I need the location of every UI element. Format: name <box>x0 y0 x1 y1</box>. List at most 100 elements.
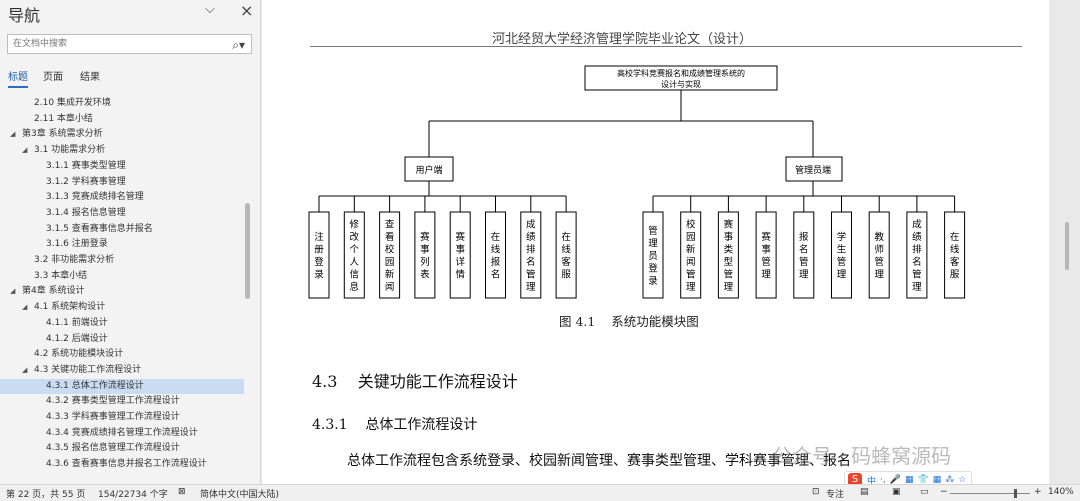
nav-tree-item-label: 4.3.2 赛事类型管理工作流程设计 <box>46 396 180 407</box>
node-text: 理 <box>526 282 536 293</box>
nav-tree-item[interactable]: 3.3 本章小结 <box>0 269 244 284</box>
nav-tree-item-label: 3.2 非功能需求分析 <box>34 255 115 265</box>
node-text: 理 <box>724 282 734 293</box>
tab-results[interactable]: 结果 <box>80 72 100 83</box>
chevron-down-icon[interactable]: ⌵ <box>205 2 215 17</box>
nav-scrollbar[interactable] <box>245 203 250 299</box>
nav-tree-item[interactable]: 3.1.1 赛事类型管理 <box>0 159 244 174</box>
node-text: 设计与实现 <box>661 79 701 89</box>
collapse-caret-icon[interactable]: ◢ <box>22 365 28 374</box>
star-icon[interactable]: ☆ <box>958 475 967 484</box>
proofing-icon[interactable]: ⊠ <box>178 487 186 497</box>
nav-tree-item[interactable]: 2.11 本章小结 <box>0 112 244 127</box>
ime-item[interactable]: 中 <box>867 476 877 485</box>
nav-tree-item[interactable]: 4.3.2 赛事类型管理工作流程设计 <box>0 394 244 409</box>
node-text: 管 <box>648 225 658 237</box>
leaf-node <box>449 211 471 299</box>
node-text: 园 <box>385 257 395 268</box>
nav-tree-item-label: 4.1.2 后端设计 <box>46 333 108 344</box>
ime-toolbar[interactable]: S 中 ·, 🎤 ▦ 👕 ▦ ⁂ ☆ <box>844 471 973 485</box>
zoom-slider-thumb[interactable] <box>1014 489 1017 498</box>
nav-tree-item[interactable]: 3.1.6 注册登录 <box>0 237 244 252</box>
node-text: 管 <box>837 256 847 268</box>
nav-tree-item-label: 4.3.3 学科赛事管理工作流程设计 <box>46 412 180 422</box>
nav-search-input[interactable]: 在文档中搜索 ⌕▾ <box>7 34 252 54</box>
nav-tree-item[interactable]: ◢4.3 关键功能工作流程设计 <box>0 363 244 378</box>
nav-tree-item[interactable]: 3.1.4 报名信息管理 <box>0 206 244 221</box>
zoom-in-icon[interactable]: + <box>1034 487 1042 497</box>
node-text: 生 <box>837 244 847 256</box>
nav-tree-item[interactable]: 4.1.2 后端设计 <box>0 332 244 347</box>
tools-icon[interactable]: ⁂ <box>945 475 955 484</box>
read-mode-icon[interactable]: ▤ <box>860 487 869 497</box>
document-page: 河北经贸大学经济管理学院毕业论文（设计） 高校学科竞赛报名和成绩管理系统的设计与… <box>262 0 1049 484</box>
grid-icon[interactable]: ▦ <box>932 475 942 484</box>
nav-tree-item[interactable]: 4.3.1 总体工作流程设计 <box>0 378 244 394</box>
tab-pages[interactable]: 页面 <box>43 72 63 83</box>
zoom-out-icon[interactable]: − <box>940 487 948 497</box>
print-layout-icon[interactable]: ▣ <box>892 487 901 497</box>
collapse-caret-icon[interactable]: ◢ <box>22 146 28 155</box>
nav-tree-item[interactable]: ◢第4章 系统设计 <box>0 284 244 299</box>
collapse-caret-icon[interactable]: ◢ <box>22 303 28 312</box>
node-text: 息 <box>350 281 360 293</box>
nav-tree-item[interactable]: 4.3.3 学科赛事管理工作流程设计 <box>0 410 244 425</box>
node-text: 列 <box>420 256 430 268</box>
nav-tree-item-label: 2.11 本章小结 <box>34 113 93 124</box>
section-heading: 4.3 关键功能工作流程设计 <box>312 372 518 391</box>
document-scrollbar[interactable] <box>1062 0 1072 484</box>
language[interactable]: 简体中文(中国大陆) <box>200 490 280 500</box>
watermark: 公众号 · 码蜂窝源码 <box>772 444 952 468</box>
scrollbar-thumb[interactable] <box>1065 222 1069 270</box>
leaf-node <box>555 211 577 299</box>
node-text: 查 <box>385 219 395 231</box>
nav-tree-item[interactable]: 3.2 非功能需求分析 <box>0 253 244 268</box>
microphone-icon[interactable]: 🎤 <box>889 475 901 484</box>
nav-tree-item-label: 3.1.1 赛事类型管理 <box>46 160 126 171</box>
search-icon[interactable]: ⌕▾ <box>232 38 245 52</box>
nav-tree-item[interactable]: ◢4.1 系统架构设计 <box>0 300 244 315</box>
node-text: 详 <box>455 256 465 268</box>
node-text: 录 <box>648 276 658 287</box>
nav-tree-item-label: 3.1.2 学科赛事管理 <box>46 176 126 187</box>
nav-tree-item[interactable]: 3.1.2 学科赛事管理 <box>0 175 244 190</box>
node-text: 管 <box>799 256 809 268</box>
collapse-caret-icon[interactable]: ◢ <box>10 287 16 296</box>
nav-tree-item-label: 3.3 本章小结 <box>34 270 88 281</box>
ime-item[interactable]: ·, <box>880 475 886 484</box>
skin-icon[interactable]: 👕 <box>917 475 929 484</box>
node-text: 信 <box>350 269 360 281</box>
web-layout-icon[interactable]: ▭ <box>920 487 929 497</box>
node-text: 新 <box>686 244 696 256</box>
node-text: 绩 <box>526 231 536 243</box>
word-count[interactable]: 154/22734 个字 <box>98 490 168 500</box>
focus-icon[interactable]: ⊡ <box>812 487 820 497</box>
tab-headings[interactable]: 标题 <box>8 72 28 83</box>
node-text: 名 <box>912 256 922 268</box>
zoom-slider[interactable] <box>950 493 1030 494</box>
node-text: 排 <box>526 244 536 256</box>
leaf-node <box>308 211 330 299</box>
nav-tree-item[interactable]: 4.3.5 报名信息管理工作流程设计 <box>0 441 244 456</box>
nav-tree-item[interactable]: 4.2 系统功能模块设计 <box>0 347 244 362</box>
nav-tree-item[interactable]: 4.3.6 查看赛事信息并报名工作流程设计 <box>0 457 244 472</box>
page-header: 河北经贸大学经济管理学院毕业论文（设计） <box>492 32 753 47</box>
nav-tree-item[interactable]: ◢第3章 系统需求分析 <box>0 127 244 142</box>
node-text: 册 <box>314 245 324 256</box>
nav-tree-item[interactable]: 3.1.3 竞赛成绩排名管理 <box>0 190 244 205</box>
nav-tree-item[interactable]: 4.1.1 前端设计 <box>0 316 244 331</box>
focus-label[interactable]: 专注 <box>826 490 845 500</box>
nav-tree-item[interactable]: 4.3.4 竞赛成绩排名管理工作流程设计 <box>0 426 244 441</box>
nav-tree-item[interactable]: ◢3.1 功能需求分析 <box>0 143 244 158</box>
nav-tree-item[interactable]: 2.10 集成开发环境 <box>0 96 244 111</box>
page-count[interactable]: 第 22 页，共 55 页 <box>6 490 86 500</box>
close-icon[interactable]: × <box>240 1 254 20</box>
keyboard-icon[interactable]: ▦ <box>904 475 914 484</box>
leaf-node <box>755 211 777 299</box>
collapse-caret-icon[interactable]: ◢ <box>10 130 16 139</box>
nav-tree-item[interactable]: 3.1.5 查看赛事信息并报名 <box>0 222 244 237</box>
node-text: 闻 <box>385 282 395 293</box>
zoom-level[interactable]: 140% <box>1048 487 1074 497</box>
node-text: 改 <box>350 231 360 243</box>
leaf-node <box>485 211 506 299</box>
